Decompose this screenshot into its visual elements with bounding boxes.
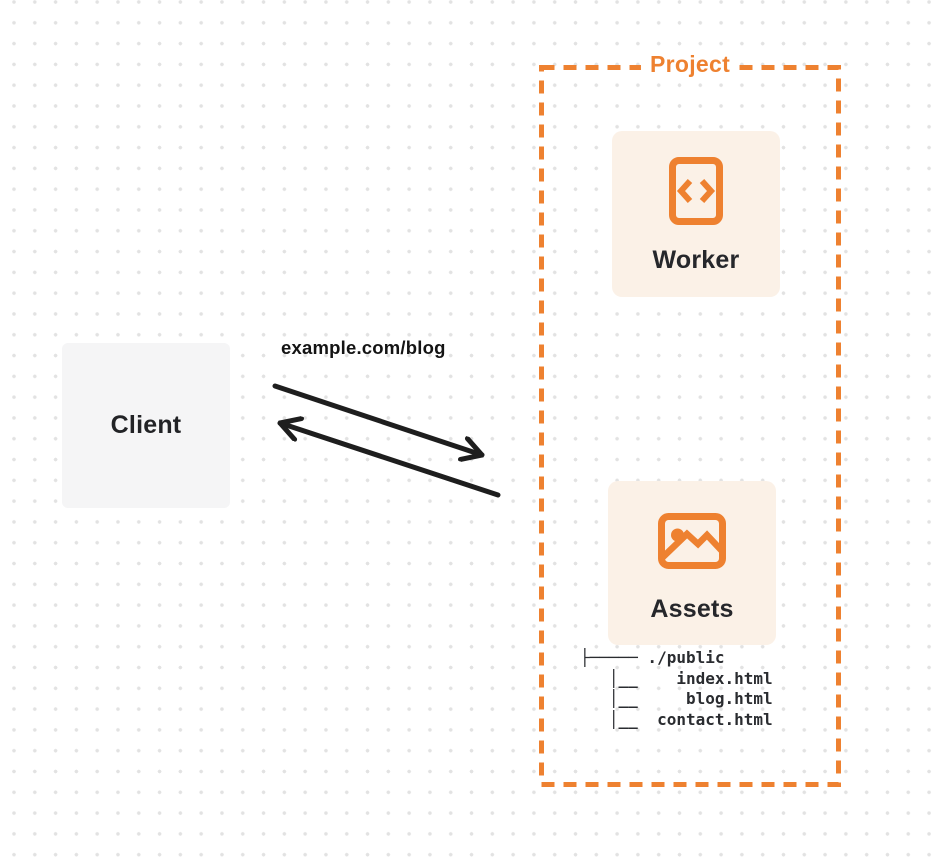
request-url-label: example.com/blog [281,337,446,358]
assets-node: Assets [608,481,776,645]
code-file-icon [669,157,723,225]
client-node: Client [62,343,230,508]
project-label: Project [640,50,740,79]
image-icon [658,513,726,569]
project-container: Project Worker Assets ├───── ./public │_… [539,50,841,787]
request-response-arrows [272,383,501,498]
worker-node: Worker [612,131,780,297]
client-label: Client [110,411,182,439]
assets-label: Assets [650,595,734,623]
assets-file-tree: ├───── ./public │__ index.html │__ blog.… [580,648,773,729]
response-arrow [280,423,501,498]
worker-label: Worker [652,246,740,274]
request-arrow [272,383,482,455]
